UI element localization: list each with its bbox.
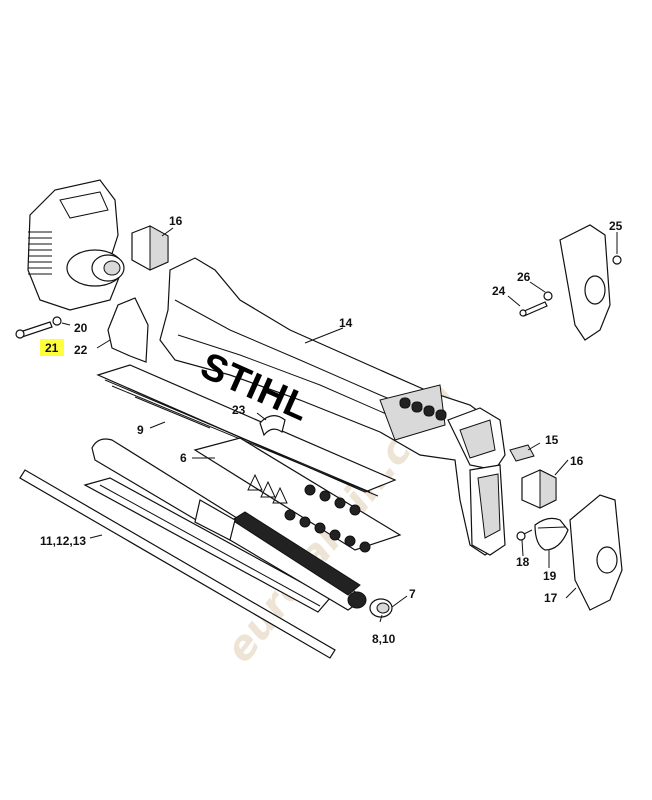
drive-rod-11-12-13: [19, 469, 336, 659]
cover-25-assembly: [559, 224, 611, 341]
label-16-top: 16: [169, 214, 183, 228]
cover-22: [107, 297, 149, 363]
label-21: 21: [45, 341, 59, 355]
bushing-7: [369, 598, 393, 618]
washer-26: [543, 291, 553, 301]
label-15: 15: [545, 433, 559, 447]
warning-label-6: [193, 437, 402, 553]
label-25: 25: [609, 219, 623, 233]
label-11-12-13: 11,12,13: [40, 534, 86, 548]
label-6: 6: [180, 451, 187, 465]
cushion-16-bottom: [521, 469, 557, 509]
highlight-marker: [40, 339, 64, 356]
label-14: 14: [339, 316, 353, 330]
part-labels: 16 14 20 21 22 9 23 6 11,12,13 7 8,10 25…: [40, 214, 623, 646]
clip-23: [259, 415, 286, 437]
label-23: 23: [232, 403, 246, 417]
label-8-10: 8,10: [372, 632, 396, 646]
leader-lines: [61, 227, 618, 623]
label-24: 24: [492, 284, 506, 298]
label-20: 20: [74, 321, 88, 335]
label-22: 22: [74, 343, 88, 357]
clamp-19: [534, 517, 569, 551]
label-17: 17: [544, 591, 558, 605]
label-26: 26: [517, 270, 531, 284]
engine-housing: [27, 179, 125, 311]
label-7: 7: [409, 587, 416, 601]
washer-20: [52, 316, 62, 326]
pad-15: [509, 444, 535, 462]
label-9: 9: [137, 423, 144, 437]
shaft-housing-14: [159, 257, 506, 556]
label-16-bottom: 16: [570, 454, 584, 468]
tube: [91, 438, 367, 611]
screw-18: [516, 529, 533, 541]
nut-25: [612, 255, 622, 265]
cover-17: [569, 494, 623, 611]
cushion-16-top: [131, 225, 169, 271]
screw-24: [519, 301, 548, 317]
label-18: 18: [516, 555, 530, 569]
screw-21: [15, 321, 53, 339]
label-19: 19: [543, 569, 557, 583]
